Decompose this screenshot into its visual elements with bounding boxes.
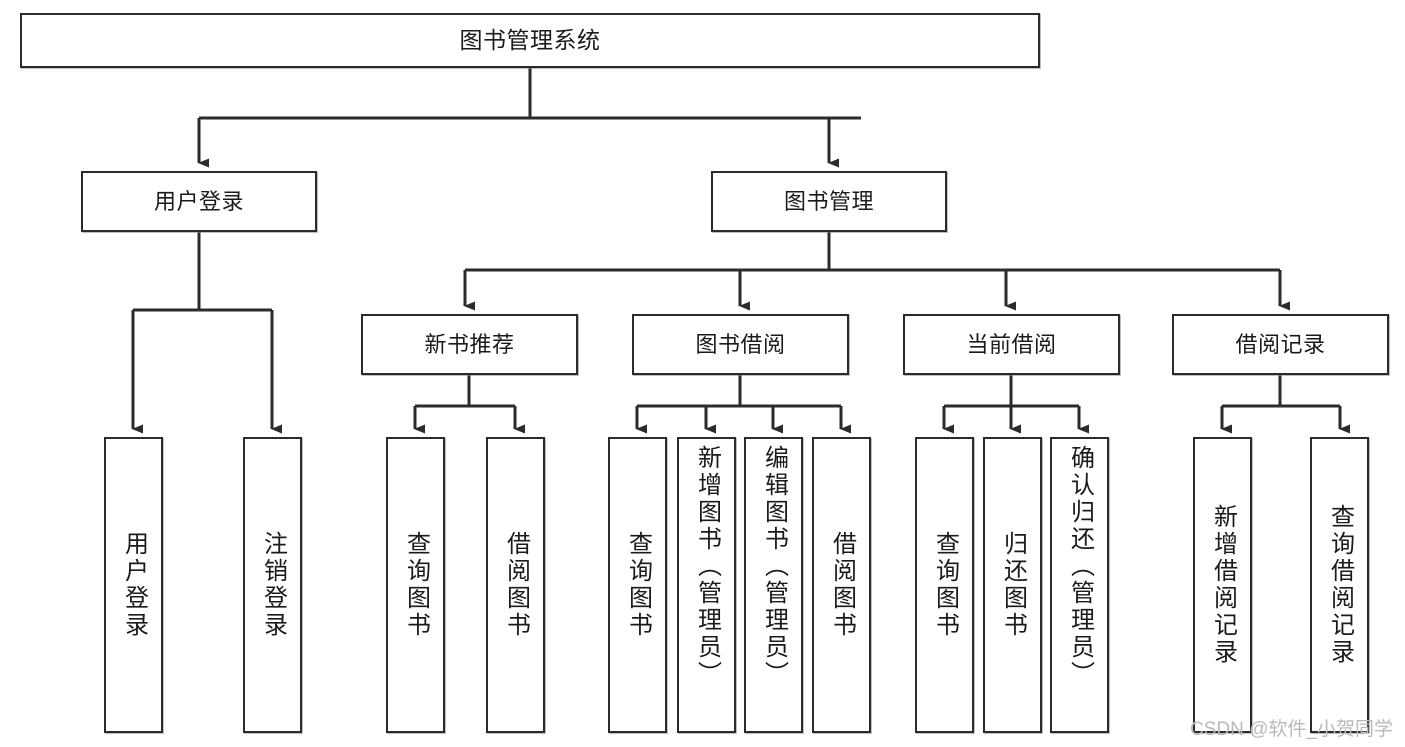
leaf-borrow-add-book-admin-label: 新增图书（管理员） <box>693 445 721 688</box>
leaf-current-confirm-return-admin[interactable]: 确认归还（管理员） <box>1050 437 1109 733</box>
leaf-newbook-query-books-label: 查询图书 <box>402 531 430 639</box>
node-book-management-label: 图书管理 <box>783 188 874 214</box>
leaf-borrow-query-books[interactable]: 查询图书 <box>608 437 667 733</box>
leaf-borrow-lend-book[interactable]: 借阅图书 <box>812 437 871 733</box>
leaf-newbook-query-books[interactable]: 查询图书 <box>386 437 445 733</box>
leaf-current-return-books-label: 归还图书 <box>999 531 1027 639</box>
node-user-login-label: 用户登录 <box>153 188 244 214</box>
leaf-user-login[interactable]: 用户登录 <box>104 437 163 733</box>
leaf-records-query-record[interactable]: 查询借阅记录 <box>1310 437 1369 733</box>
leaf-current-return-books[interactable]: 归还图书 <box>983 437 1042 733</box>
leaf-records-add-record[interactable]: 新增借阅记录 <box>1193 437 1252 733</box>
node-borrow-records[interactable]: 借阅记录 <box>1172 314 1389 375</box>
leaf-records-query-record-label: 查询借阅记录 <box>1326 504 1354 666</box>
leaf-borrow-query-books-label: 查询图书 <box>624 531 652 639</box>
node-current-borrow[interactable]: 当前借阅 <box>903 314 1120 375</box>
node-book-management[interactable]: 图书管理 <box>711 171 947 232</box>
leaf-user-login-label: 用户登录 <box>120 531 148 639</box>
leaf-borrow-add-book-admin[interactable]: 新增图书（管理员） <box>677 437 736 733</box>
node-root-label: 图书管理系统 <box>459 27 601 54</box>
node-root[interactable]: 图书管理系统 <box>20 13 1040 68</box>
node-user-login[interactable]: 用户登录 <box>81 171 317 232</box>
leaf-logout[interactable]: 注销登录 <box>243 437 302 733</box>
leaf-newbook-borrow-books[interactable]: 借阅图书 <box>486 437 545 733</box>
leaf-borrow-lend-book-label: 借阅图书 <box>828 531 856 639</box>
leaf-logout-label: 注销登录 <box>259 531 287 639</box>
leaf-newbook-borrow-books-label: 借阅图书 <box>502 531 530 639</box>
node-new-book-recommend[interactable]: 新书推荐 <box>361 314 578 375</box>
node-borrow-records-label: 借阅记录 <box>1235 331 1326 357</box>
leaf-current-confirm-return-admin-label: 确认归还（管理员） <box>1066 445 1094 688</box>
leaf-current-query-books[interactable]: 查询图书 <box>915 437 974 733</box>
node-new-book-recommend-label: 新书推荐 <box>424 331 515 357</box>
node-book-borrow-label: 图书借阅 <box>695 331 786 357</box>
leaf-current-query-books-label: 查询图书 <box>931 531 959 639</box>
leaf-records-add-record-label: 新增借阅记录 <box>1209 504 1237 666</box>
node-book-borrow[interactable]: 图书借阅 <box>632 314 849 375</box>
leaf-borrow-edit-book-admin-label: 编辑图书（管理员） <box>760 445 788 688</box>
node-current-borrow-label: 当前借阅 <box>966 331 1057 357</box>
leaf-borrow-edit-book-admin[interactable]: 编辑图书（管理员） <box>744 437 803 733</box>
